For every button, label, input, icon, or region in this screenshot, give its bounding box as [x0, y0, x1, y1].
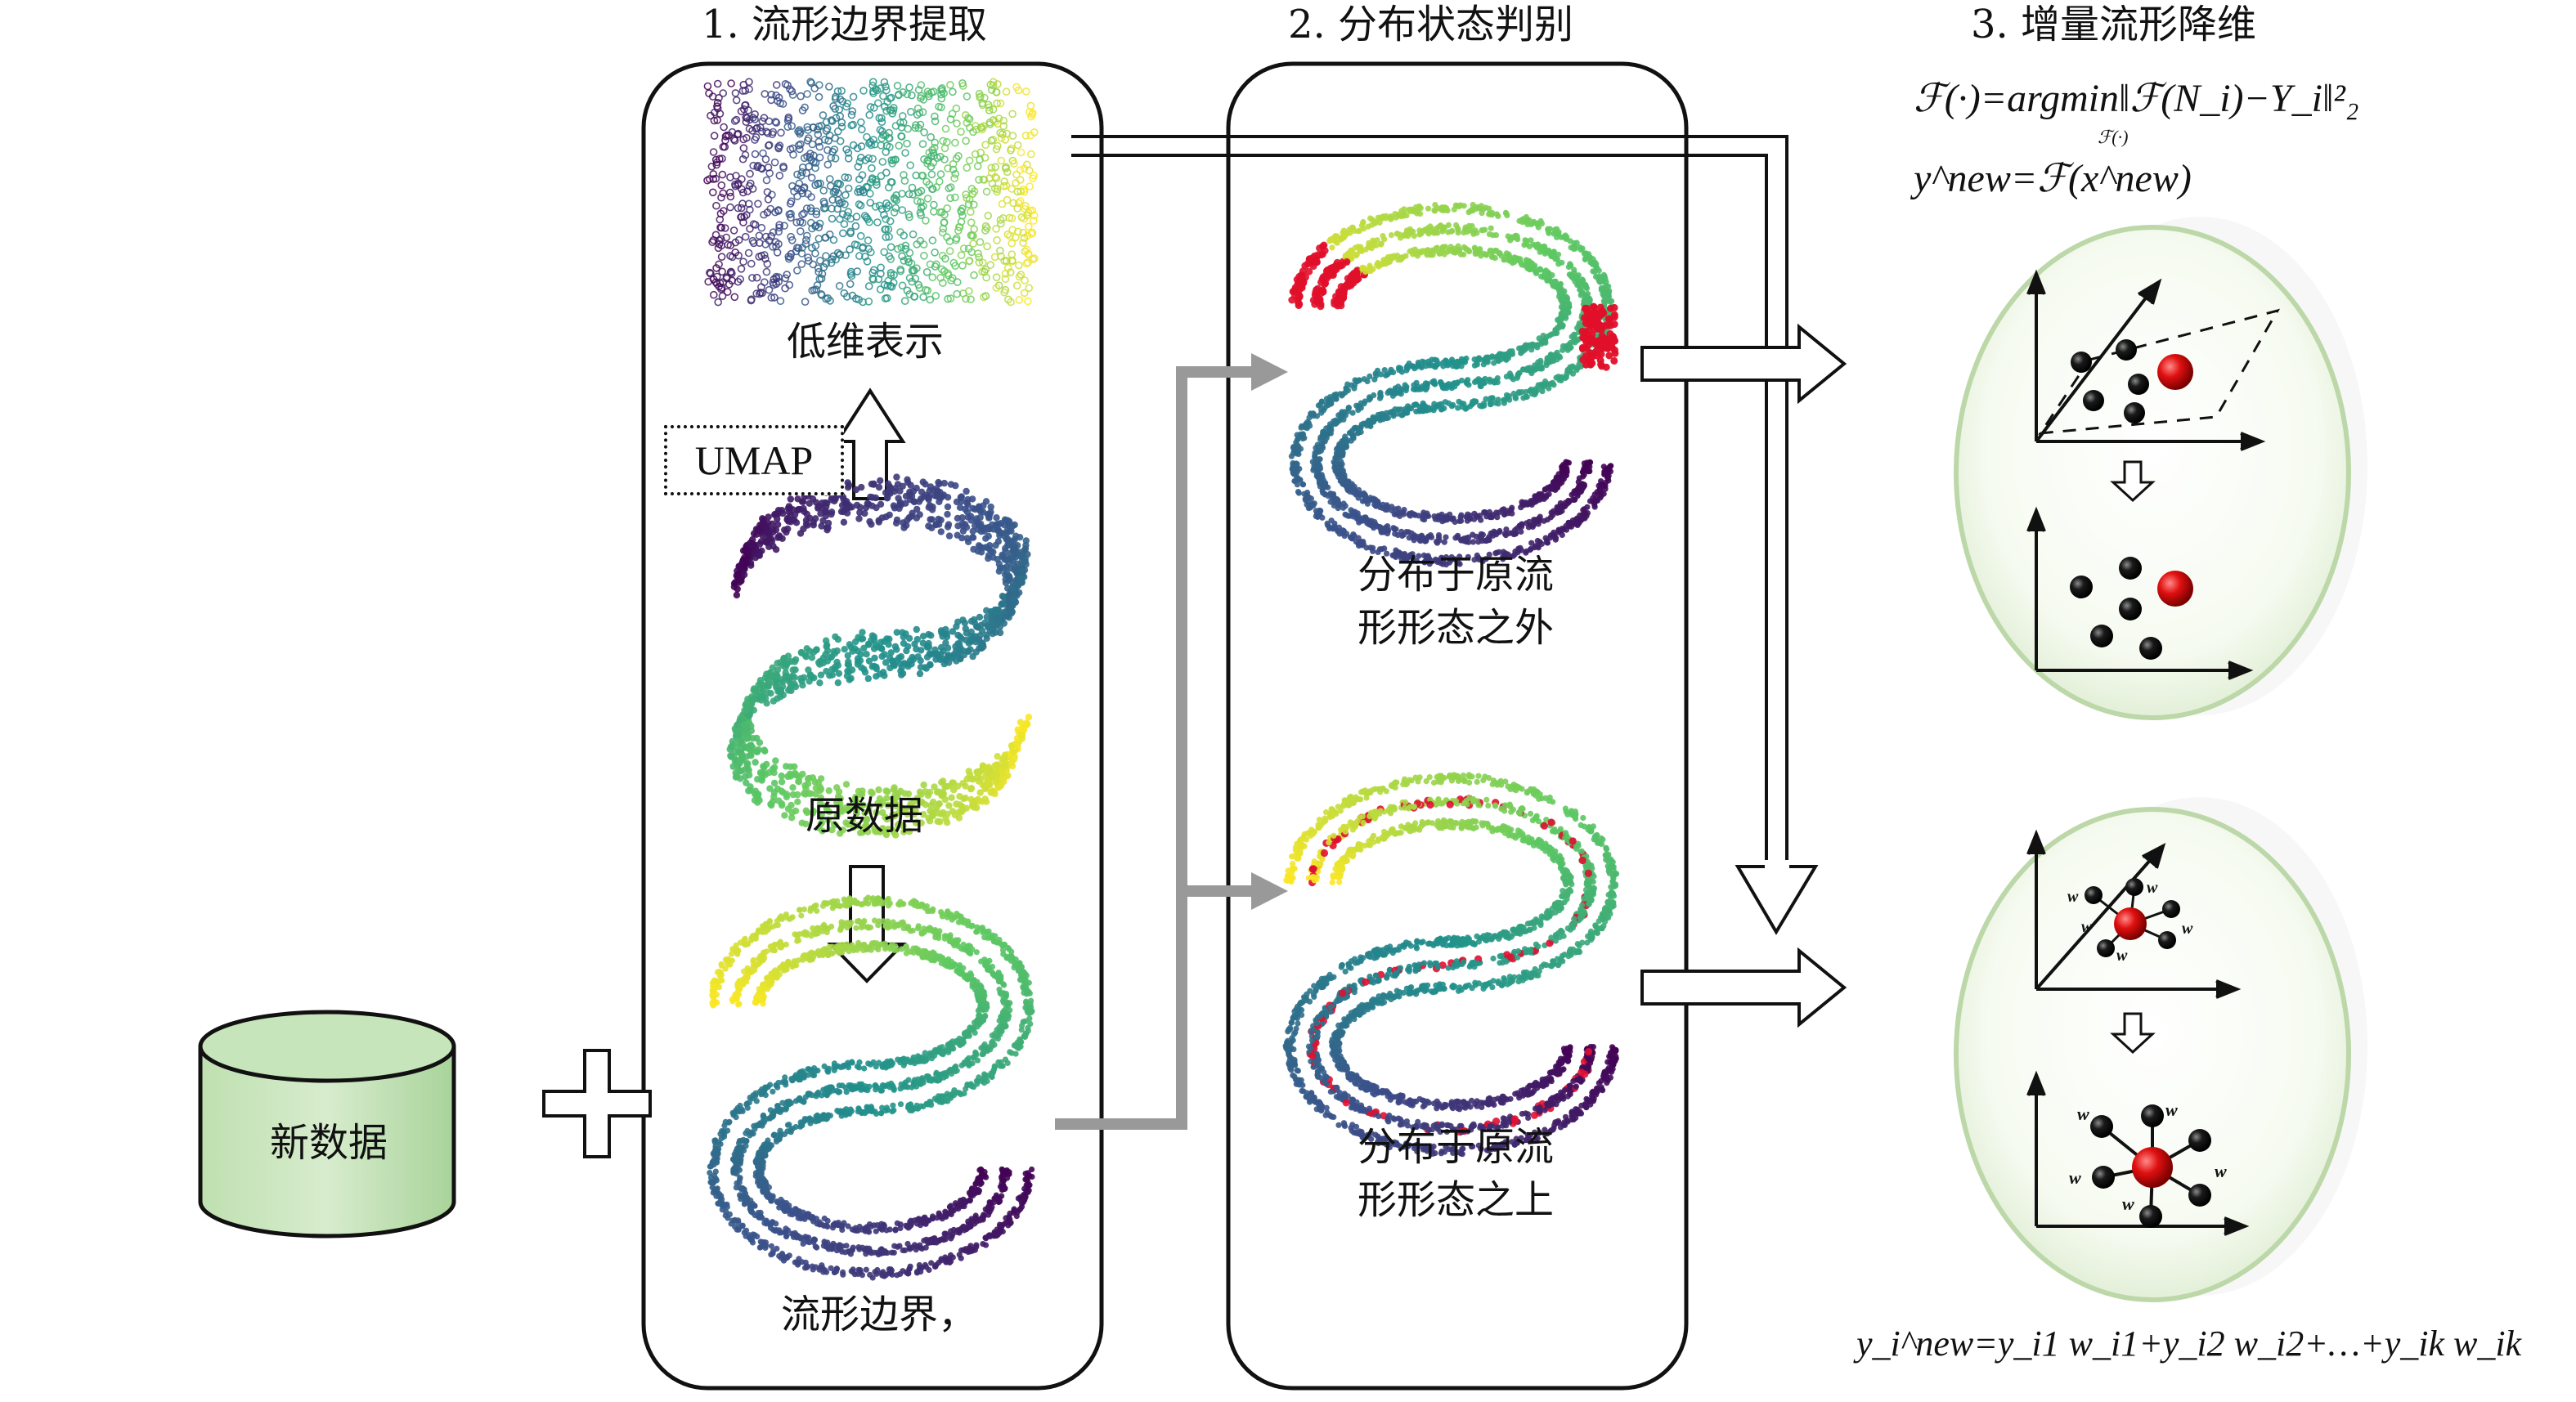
- on-label-line1: 分布于原流: [1358, 1124, 1555, 1170]
- plus-sign: [542, 1049, 652, 1158]
- formula-argmin: ℱ(·)=argmin‖ℱ(N_i)−Y_i‖²₂: [1914, 77, 2359, 120]
- manifold-boundary-label: 流形边界，: [781, 1292, 978, 1337]
- step1-box: [641, 61, 1104, 1391]
- weight-label: w: [2122, 1194, 2134, 1214]
- low-dim-scatter: [703, 78, 1039, 307]
- hollow-arrow-top: [1640, 323, 1847, 405]
- outside-label-line1: 分布于原流: [1358, 552, 1555, 598]
- new-data-label: 新数据: [270, 1120, 388, 1166]
- low-dim-label: 低维表示: [787, 319, 945, 365]
- top-2d-plot: [2026, 506, 2254, 680]
- formula-mapping: y^new=ℱ(x^new): [1914, 157, 2192, 200]
- formula-weighted-sum: y_i^new=y_i1 w_i1+y_i2 w_i2+…+y_ik w_ik: [1856, 1324, 2522, 1364]
- gray-arrowhead-top: [1251, 353, 1288, 391]
- top-3d-plot: [2026, 269, 2281, 451]
- original-data-label: 原数据: [806, 793, 924, 839]
- step3-title: 3. 增量流形降维: [1971, 2, 2257, 47]
- outside-scurve: [1288, 201, 1619, 568]
- weight-label: w: [2067, 888, 2079, 906]
- boundary-scurve: [707, 894, 1035, 1281]
- double-arrowhead: [1735, 865, 1819, 935]
- bottom-3d-plot: [2026, 829, 2242, 999]
- weight-label: w: [2215, 1161, 2227, 1181]
- gray-connector: [1055, 366, 1259, 1130]
- original-data-scurve: [726, 473, 1033, 839]
- step2-box: [1226, 61, 1689, 1391]
- weight-label: w: [2116, 947, 2128, 965]
- gray-arrowhead-bottom: [1251, 872, 1288, 910]
- new-data-cylinder: [198, 1010, 456, 1239]
- oval-bottom: [1954, 797, 2367, 1302]
- oval-top-down-arrow: [2110, 460, 2156, 503]
- double-line-arrow: [1071, 135, 1788, 867]
- weight-label: w: [2147, 879, 2158, 897]
- weight-label: w: [2081, 918, 2093, 936]
- umap-label: UMAP: [664, 425, 844, 495]
- bottom-2d-plot: [2026, 1070, 2250, 1236]
- oval-bottom-down-arrow: [2110, 1012, 2156, 1055]
- formula-argmin-subscript: ℱ(·): [2098, 127, 2129, 147]
- weight-label: w: [2165, 1100, 2178, 1120]
- outside-label-line2: 形形态之外: [1358, 605, 1555, 651]
- on-scurve: [1282, 772, 1620, 1158]
- on-label-line2: 形形态之上: [1358, 1177, 1555, 1223]
- weight-label: w: [2077, 1104, 2089, 1124]
- step1-title: 1. 流形边界提取: [702, 2, 988, 47]
- hollow-arrow-bottom: [1640, 947, 1847, 1028]
- weight-label: w: [2182, 920, 2193, 938]
- weight-label: w: [2069, 1167, 2081, 1188]
- oval-top: [1954, 217, 2367, 720]
- step2-title: 2. 分布状态判别: [1288, 2, 1574, 47]
